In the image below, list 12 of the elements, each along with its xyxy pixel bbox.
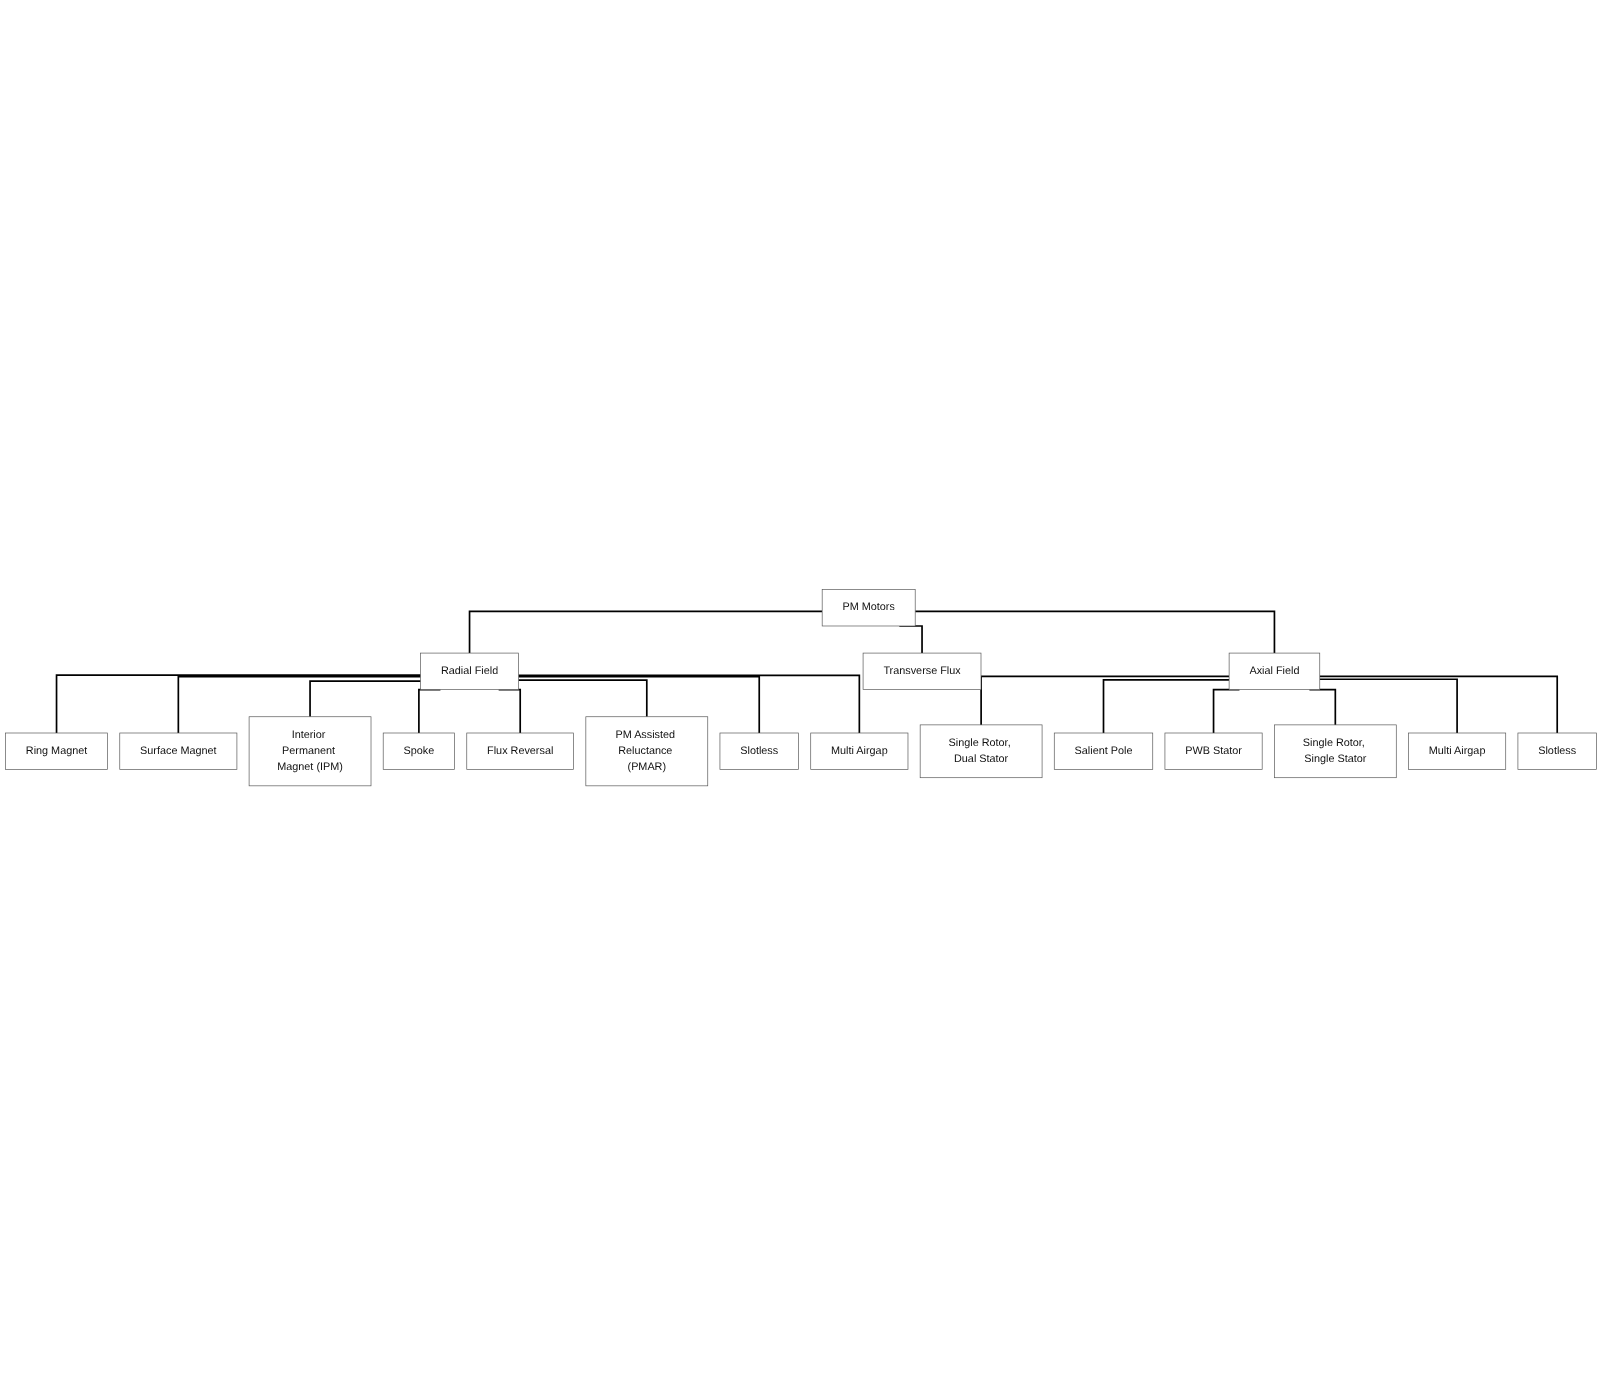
connector — [517, 673, 861, 734]
connector — [1318, 677, 1458, 734]
connector — [468, 609, 824, 654]
connector — [1318, 675, 1559, 734]
connector — [1102, 678, 1230, 734]
connector — [55, 673, 422, 734]
connector — [980, 674, 1230, 726]
connector — [517, 675, 761, 734]
connector — [309, 679, 422, 717]
connector — [914, 609, 1276, 654]
connector — [177, 675, 422, 734]
connector — [517, 678, 648, 717]
